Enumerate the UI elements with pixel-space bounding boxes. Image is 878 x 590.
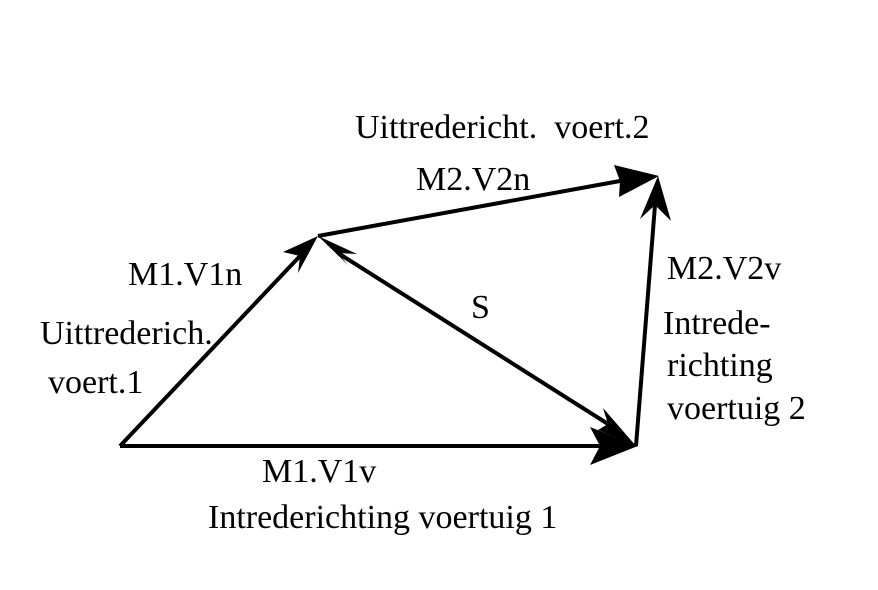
label-m2v2v: M2.V2v (667, 250, 781, 287)
label-m2v2n: M2.V2n (416, 161, 530, 198)
arrowhead-s-end (598, 408, 636, 446)
label-exit-direction-vehicle-1-line-2: voert.1 (48, 364, 143, 401)
arrowhead-m2v2v (640, 176, 671, 221)
label-m1v1n: M1.V1n (128, 256, 242, 293)
arrowhead-m1v1v (590, 427, 638, 465)
vector-m2v2n (317, 179, 621, 238)
arrowhead-s-start (318, 236, 357, 265)
arrowhead-m1v1n (283, 236, 318, 273)
label-exit-direction-vehicle-1-line-1: Uittrederich. (40, 315, 213, 352)
label-m1v1v: M1.V1v (262, 453, 376, 490)
vector-s (336, 251, 610, 426)
label-s: S (471, 289, 490, 326)
arrowhead-m2v2n (614, 165, 659, 197)
label-entry-direction-vehicle-2-line-3: voertuig 2 (667, 390, 806, 427)
label-entry-direction-vehicle-1: Intrederichting voertuig 1 (208, 499, 557, 536)
vector-m1v1n (118, 254, 302, 448)
label-entry-direction-vehicle-2-line-2: richting (667, 347, 773, 384)
label-exit-direction-vehicle-2: Uittredericht. voert.2 (355, 109, 650, 146)
vector-m2v2v (634, 204, 657, 447)
label-entry-direction-vehicle-2-line-1: Intrede- (663, 305, 771, 342)
